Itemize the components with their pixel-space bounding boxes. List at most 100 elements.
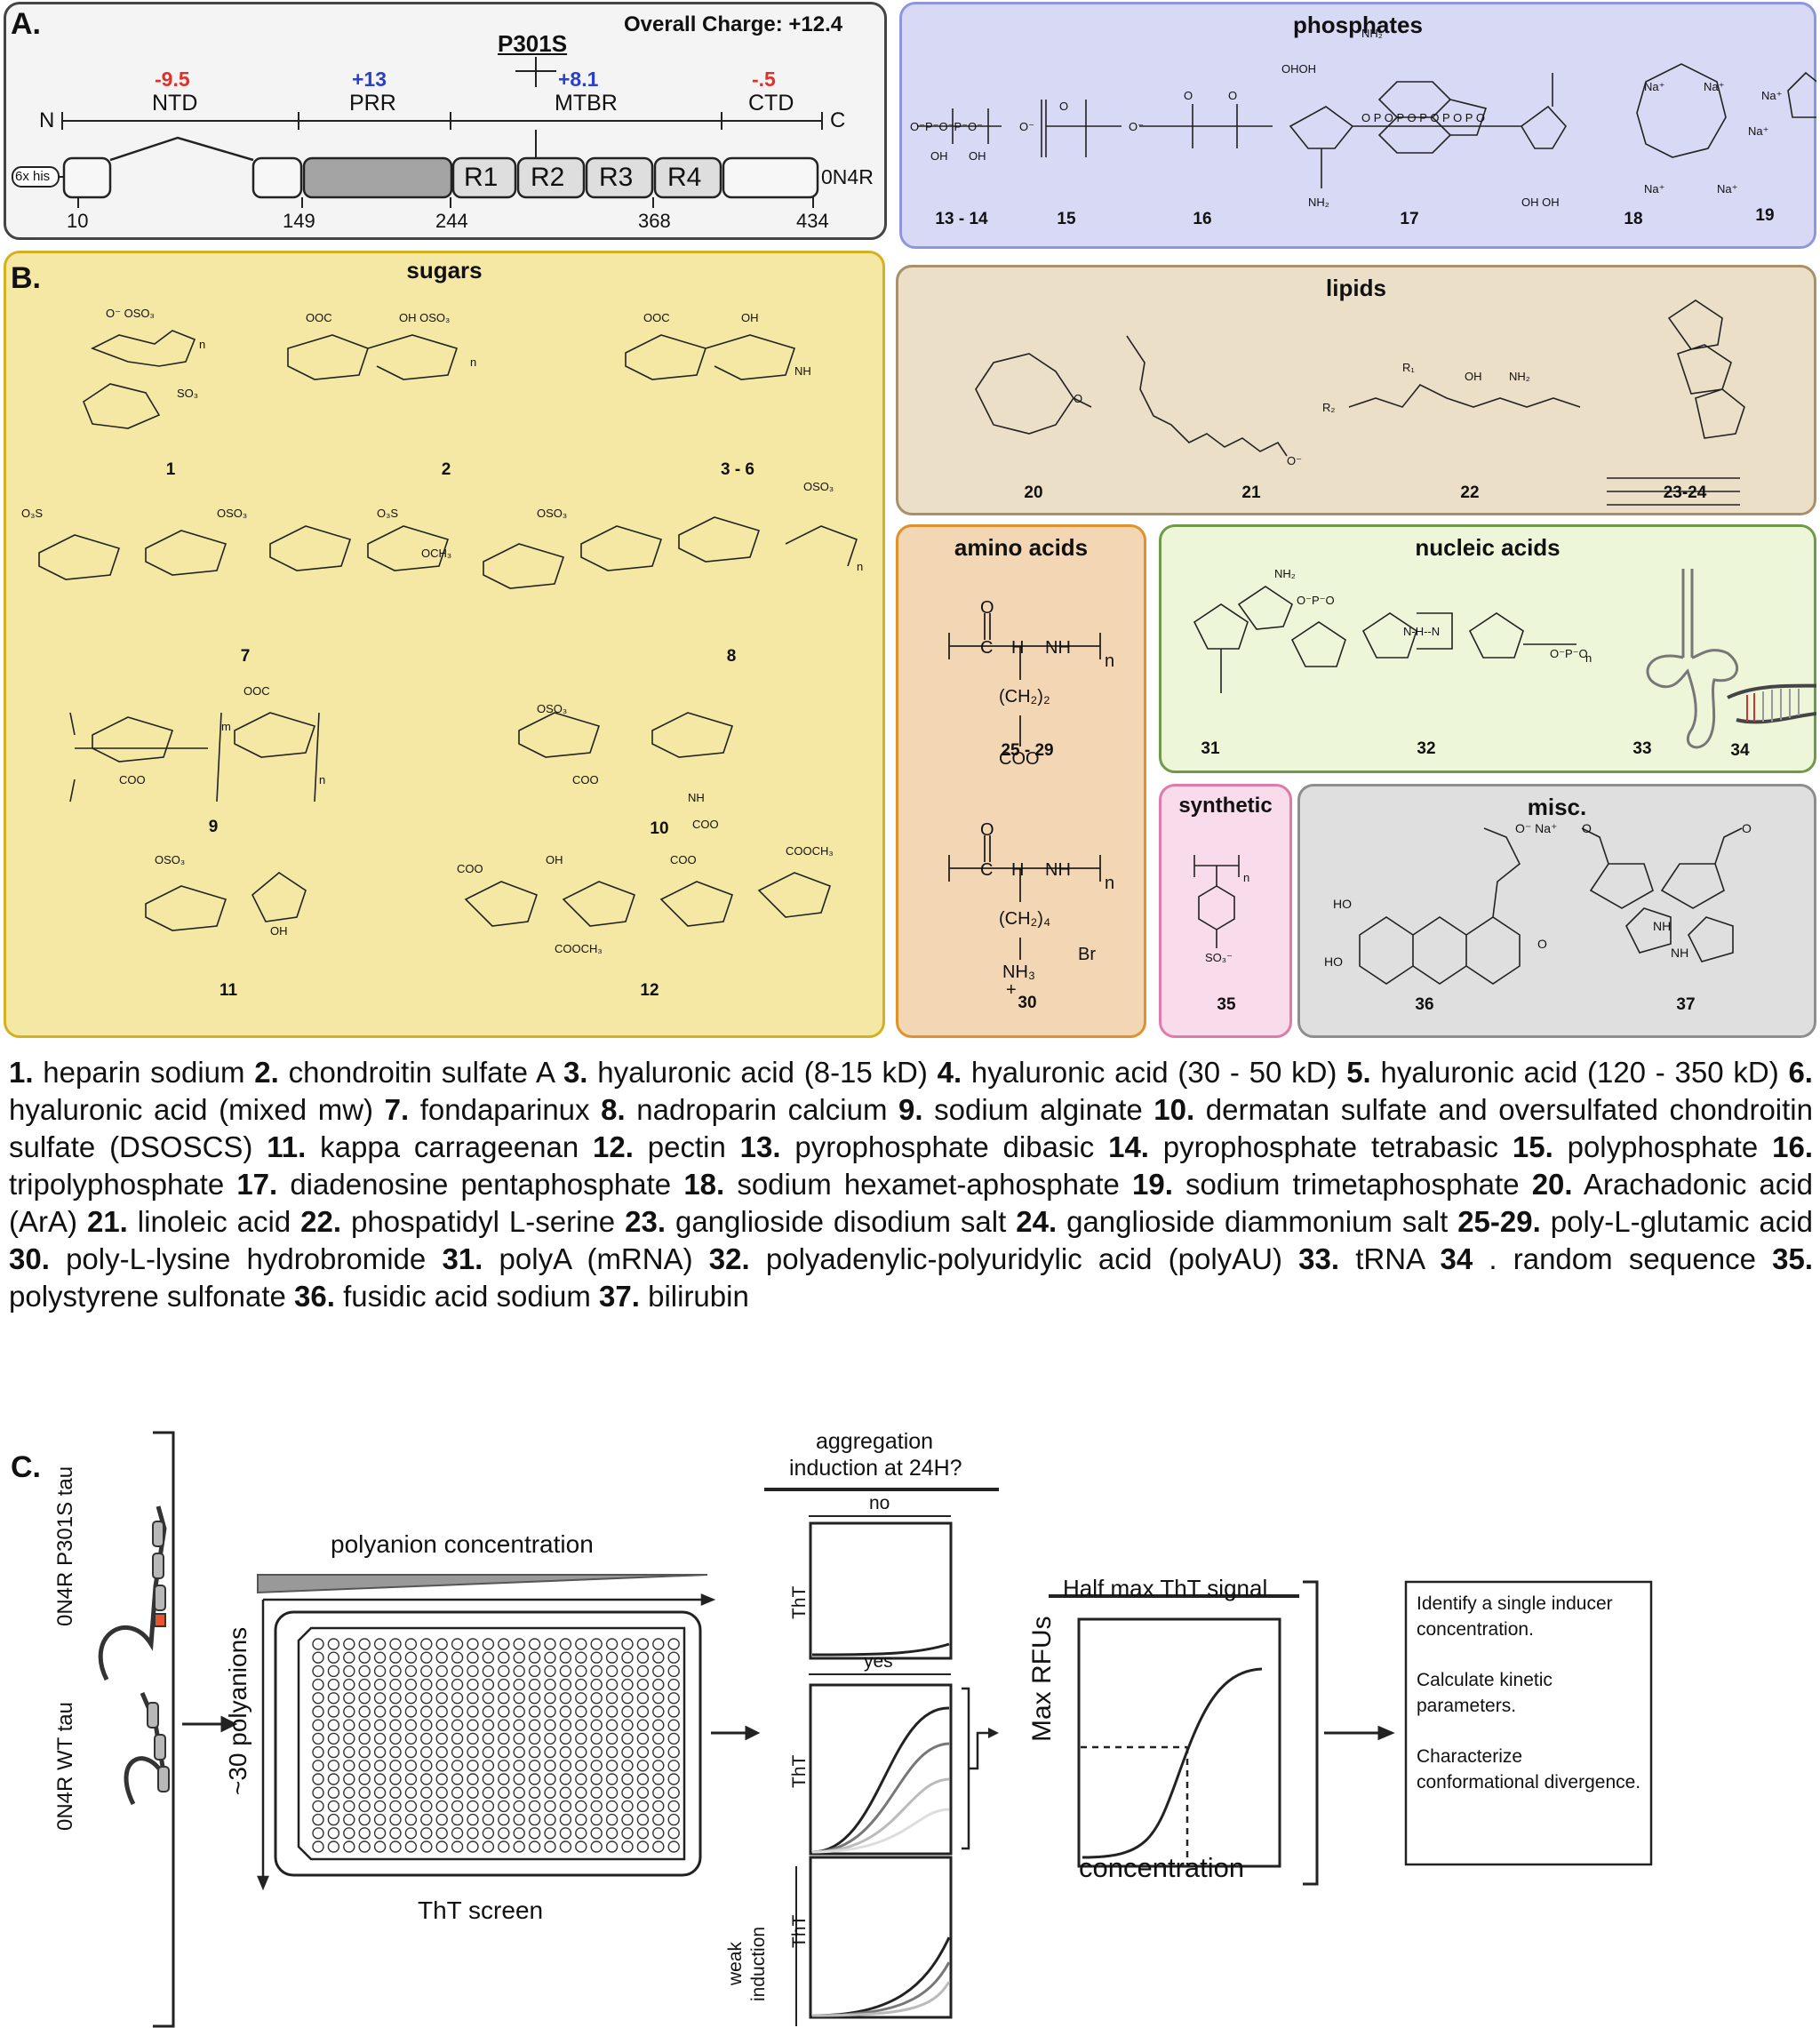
plate-well <box>590 1692 603 1705</box>
plate-well <box>389 1719 402 1731</box>
plate-well <box>528 1745 541 1759</box>
plate-well <box>498 1719 510 1731</box>
legend-item-number: 35. <box>1772 1242 1814 1275</box>
legend-item: 6. hyaluronic acid (mixed mw) <box>9 1056 1813 1126</box>
plate-well <box>482 1745 495 1759</box>
plate-well <box>636 1692 650 1705</box>
legend-item-number: 10. <box>1153 1093 1195 1126</box>
svg-text:O⁻: O⁻ <box>1019 120 1034 133</box>
plate-well <box>389 1665 402 1678</box>
svg-text:SO₃: SO₃ <box>177 387 198 400</box>
plate-well <box>559 1705 572 1718</box>
plate-well <box>435 1732 448 1745</box>
plate-well <box>667 1692 680 1705</box>
legend-item-name: tripolyphosphate <box>9 1168 237 1201</box>
plate-well <box>358 1719 371 1731</box>
plate-well <box>343 1745 355 1759</box>
svg-text:O: O <box>980 820 994 840</box>
plate-well <box>498 1651 510 1664</box>
svg-text:Na⁺: Na⁺ <box>1761 89 1782 102</box>
legend-item-name: sodium hexamet-aphosphate <box>724 1168 1133 1201</box>
plate-well <box>358 1840 371 1853</box>
plate-well <box>498 1800 510 1813</box>
plate-well <box>575 1705 587 1718</box>
legend-item-number: 25-29. <box>1457 1205 1541 1238</box>
plate-well <box>373 1719 387 1731</box>
legend-item: 21. linoleic acid <box>87 1205 300 1238</box>
amino-acids-title: amino acids <box>954 534 1089 561</box>
plate-well <box>621 1705 634 1718</box>
plate-well <box>636 1665 650 1678</box>
plate-well <box>327 1651 340 1664</box>
svg-text:COO: COO <box>457 862 483 875</box>
plate-well <box>513 1692 525 1705</box>
svg-text:O⁻P⁻O: O⁻P⁻O <box>1297 594 1335 607</box>
plate-well <box>467 1719 479 1731</box>
plate-well <box>482 1678 495 1691</box>
plate-well <box>590 1813 603 1826</box>
legend-item-name: tRNA <box>1339 1242 1441 1275</box>
plate-well <box>451 1760 464 1772</box>
plate-well <box>513 1745 525 1759</box>
legend-item-name: sodium alginate <box>922 1093 1154 1126</box>
plate-well <box>404 1840 418 1853</box>
compound-id-7: 7 <box>240 647 251 666</box>
plate-well <box>373 1705 387 1718</box>
plate-well <box>498 1786 510 1799</box>
plate-well <box>404 1760 418 1772</box>
legend-item-name: polyphosphate <box>1553 1130 1773 1163</box>
plate-well <box>652 1732 665 1745</box>
plate-well <box>528 1678 541 1691</box>
plate-well <box>636 1813 650 1826</box>
plate-well <box>498 1813 510 1826</box>
compound-id-35: 35 <box>1217 995 1236 1014</box>
plate-well <box>605 1719 619 1731</box>
compound-id-17: 17 <box>1400 210 1419 228</box>
svg-text:OH: OH <box>969 149 986 163</box>
plate-well <box>667 1732 680 1745</box>
plate-well <box>358 1705 371 1718</box>
plate-well <box>621 1760 634 1772</box>
plate-well <box>358 1745 371 1759</box>
legend-item-name: ganglioside disodium salt <box>666 1205 1017 1238</box>
plate-well <box>451 1678 464 1691</box>
domain-ntd-name: NTD <box>152 91 198 116</box>
svg-text:OHOH: OHOH <box>1281 62 1316 76</box>
plate-well <box>404 1813 418 1826</box>
plate-well <box>652 1800 665 1813</box>
synthetic-title: synthetic <box>1178 794 1273 818</box>
plate-well <box>373 1665 387 1678</box>
plate-well <box>621 1732 634 1745</box>
compound-id-21: 21 <box>1241 483 1261 502</box>
plate-well <box>605 1760 619 1772</box>
plate-well <box>528 1827 541 1840</box>
plate-well <box>667 1786 680 1799</box>
svg-text:COOCH₃: COOCH₃ <box>786 844 834 858</box>
plate-well <box>420 1651 433 1664</box>
plate-well <box>373 1638 387 1650</box>
svg-text:O: O <box>1582 821 1592 835</box>
plate-well <box>590 1705 603 1718</box>
plate-well <box>621 1813 634 1826</box>
legend-item-name: polystyrene sulfonate <box>9 1280 295 1313</box>
svg-text:n: n <box>1105 651 1114 671</box>
plate-well <box>528 1638 541 1650</box>
plate-well <box>636 1760 650 1772</box>
plate-well <box>498 1745 510 1759</box>
compound-id-15: 15 <box>1057 210 1076 228</box>
plate-well <box>358 1786 371 1799</box>
legend-item-number: 23. <box>625 1205 666 1238</box>
plate-well <box>327 1705 340 1718</box>
plate-well <box>559 1760 572 1772</box>
compound-id-30: 30 <box>1018 994 1037 1012</box>
svg-text:OSO₃: OSO₃ <box>803 480 834 493</box>
plate-well <box>404 1719 418 1731</box>
plate-well <box>559 1638 572 1650</box>
svg-text:H: H <box>1011 860 1024 880</box>
outcome-2: Calculate kinetic parameters. <box>1417 1670 1553 1716</box>
legend-item-number: 6. <box>1788 1056 1813 1089</box>
svg-text:R₁: R₁ <box>1402 361 1415 374</box>
svg-text:COO: COO <box>119 773 146 786</box>
plate-well <box>389 1745 402 1759</box>
max-rfus-label: Max RFUs <box>1027 1616 1057 1742</box>
